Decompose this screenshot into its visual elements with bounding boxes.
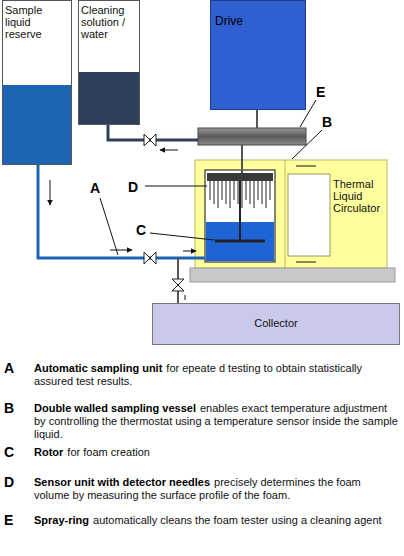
collector-tray: Collector <box>152 303 400 345</box>
description-text: Spray-ring automatically cleans the foam … <box>34 514 398 527</box>
cleaning-tank: Cleaning solution / water <box>78 0 140 125</box>
tank-fills <box>210 0 306 110</box>
part-name: Sensor unit with detector needles <box>34 476 210 488</box>
sensor-unit <box>262 181 263 204</box>
drain-pipe <box>172 279 184 291</box>
sensor-unit <box>270 181 271 200</box>
description-letter: B <box>4 400 14 416</box>
part-description: automatically cleans the foam tester usi… <box>93 514 382 526</box>
sensor-unit <box>214 181 215 204</box>
sensor-unit <box>222 181 223 200</box>
description-letter: D <box>4 474 14 490</box>
part-name: Automatic sampling unit <box>34 362 162 374</box>
sample-pipe <box>38 165 205 258</box>
flow-arrows <box>110 250 132 251</box>
cleaning-pipe <box>144 134 156 146</box>
thermal-housing <box>195 160 387 268</box>
flow-arrows <box>50 150 316 300</box>
cleaning-pipe <box>108 125 198 146</box>
sampling-vessel <box>205 170 275 262</box>
leader-lines <box>100 198 118 255</box>
sensor-unit <box>258 181 259 200</box>
flow-arrows <box>183 251 196 252</box>
node-label: Sample liquid reserve <box>5 4 69 40</box>
sample-pipe <box>144 252 156 264</box>
reserve-tank: Sample liquid reserve <box>2 0 72 165</box>
rotor <box>215 241 265 242</box>
thermal-housing <box>285 160 286 268</box>
sensor-unit <box>218 181 219 208</box>
leader-lines <box>292 130 322 159</box>
description-text: Sensor unit with detector needlesprecise… <box>34 476 398 502</box>
sampling-vessel <box>205 170 275 262</box>
callout-letter: C <box>136 222 146 238</box>
shaft <box>241 145 243 173</box>
flow-arrows <box>296 166 316 167</box>
leader-lines <box>145 186 207 187</box>
sensor-unit <box>254 181 255 208</box>
tank-fills <box>2 0 306 165</box>
sensor-unit <box>207 173 273 208</box>
sensor-unit <box>246 181 247 200</box>
sensor-unit <box>226 181 227 204</box>
description-letter: E <box>4 512 13 528</box>
shaft <box>239 181 241 241</box>
sensor-unit <box>250 181 251 204</box>
sample-pipe <box>38 165 205 264</box>
spray-ring <box>198 128 306 145</box>
rotor <box>215 240 265 243</box>
part-name: Rotor <box>34 446 63 458</box>
sensor-unit <box>230 181 231 208</box>
part-description: for foam creation <box>67 446 150 458</box>
flow-arrows <box>296 262 316 263</box>
part-name: Spray-ring <box>34 514 89 526</box>
shaft <box>256 110 258 128</box>
sensor-unit <box>210 181 211 200</box>
drive-box: Drive <box>210 0 306 110</box>
spray-ring <box>198 128 306 145</box>
sensor-unit <box>207 173 273 181</box>
sensor-unit <box>234 181 235 200</box>
description-text: Automatic sampling unitfor epeate d test… <box>34 362 398 388</box>
sensor-unit <box>266 181 267 208</box>
node-label: Thermal Liquid Circulator <box>333 178 385 214</box>
part-name: Double walled sampling vessel <box>34 402 196 414</box>
node-label: Collector <box>159 317 393 329</box>
base-plate <box>190 268 395 282</box>
thermal-housing <box>288 174 330 256</box>
callout-letter: D <box>128 179 138 195</box>
description-letter: A <box>4 360 14 376</box>
node-label: Cleaning solution / water <box>81 4 137 40</box>
flow-arrows <box>185 295 186 300</box>
leader-lines <box>300 100 316 127</box>
base-plate <box>190 268 395 282</box>
tank-fills <box>2 85 72 165</box>
leader-lines <box>100 100 322 255</box>
description-letter: C <box>4 444 14 460</box>
thermal-circulator: Thermal Liquid Circulator <box>332 178 386 228</box>
tank-fills <box>78 72 140 125</box>
sensor-unit <box>242 181 243 208</box>
thermal-housing <box>195 160 387 268</box>
drain-pipe <box>172 258 184 303</box>
description-text: Double walled sampling vesselenables exa… <box>34 402 398 441</box>
leader-lines <box>150 233 214 240</box>
node-label: Drive <box>215 15 301 27</box>
flow-arrows <box>50 180 51 205</box>
callout-letter: B <box>322 114 332 130</box>
flow-arrows <box>160 150 178 151</box>
description-text: Rotor for foam creation <box>34 446 398 459</box>
callout-letter: A <box>90 180 100 196</box>
sensor-unit <box>238 181 239 204</box>
callout-letter: E <box>316 84 325 100</box>
